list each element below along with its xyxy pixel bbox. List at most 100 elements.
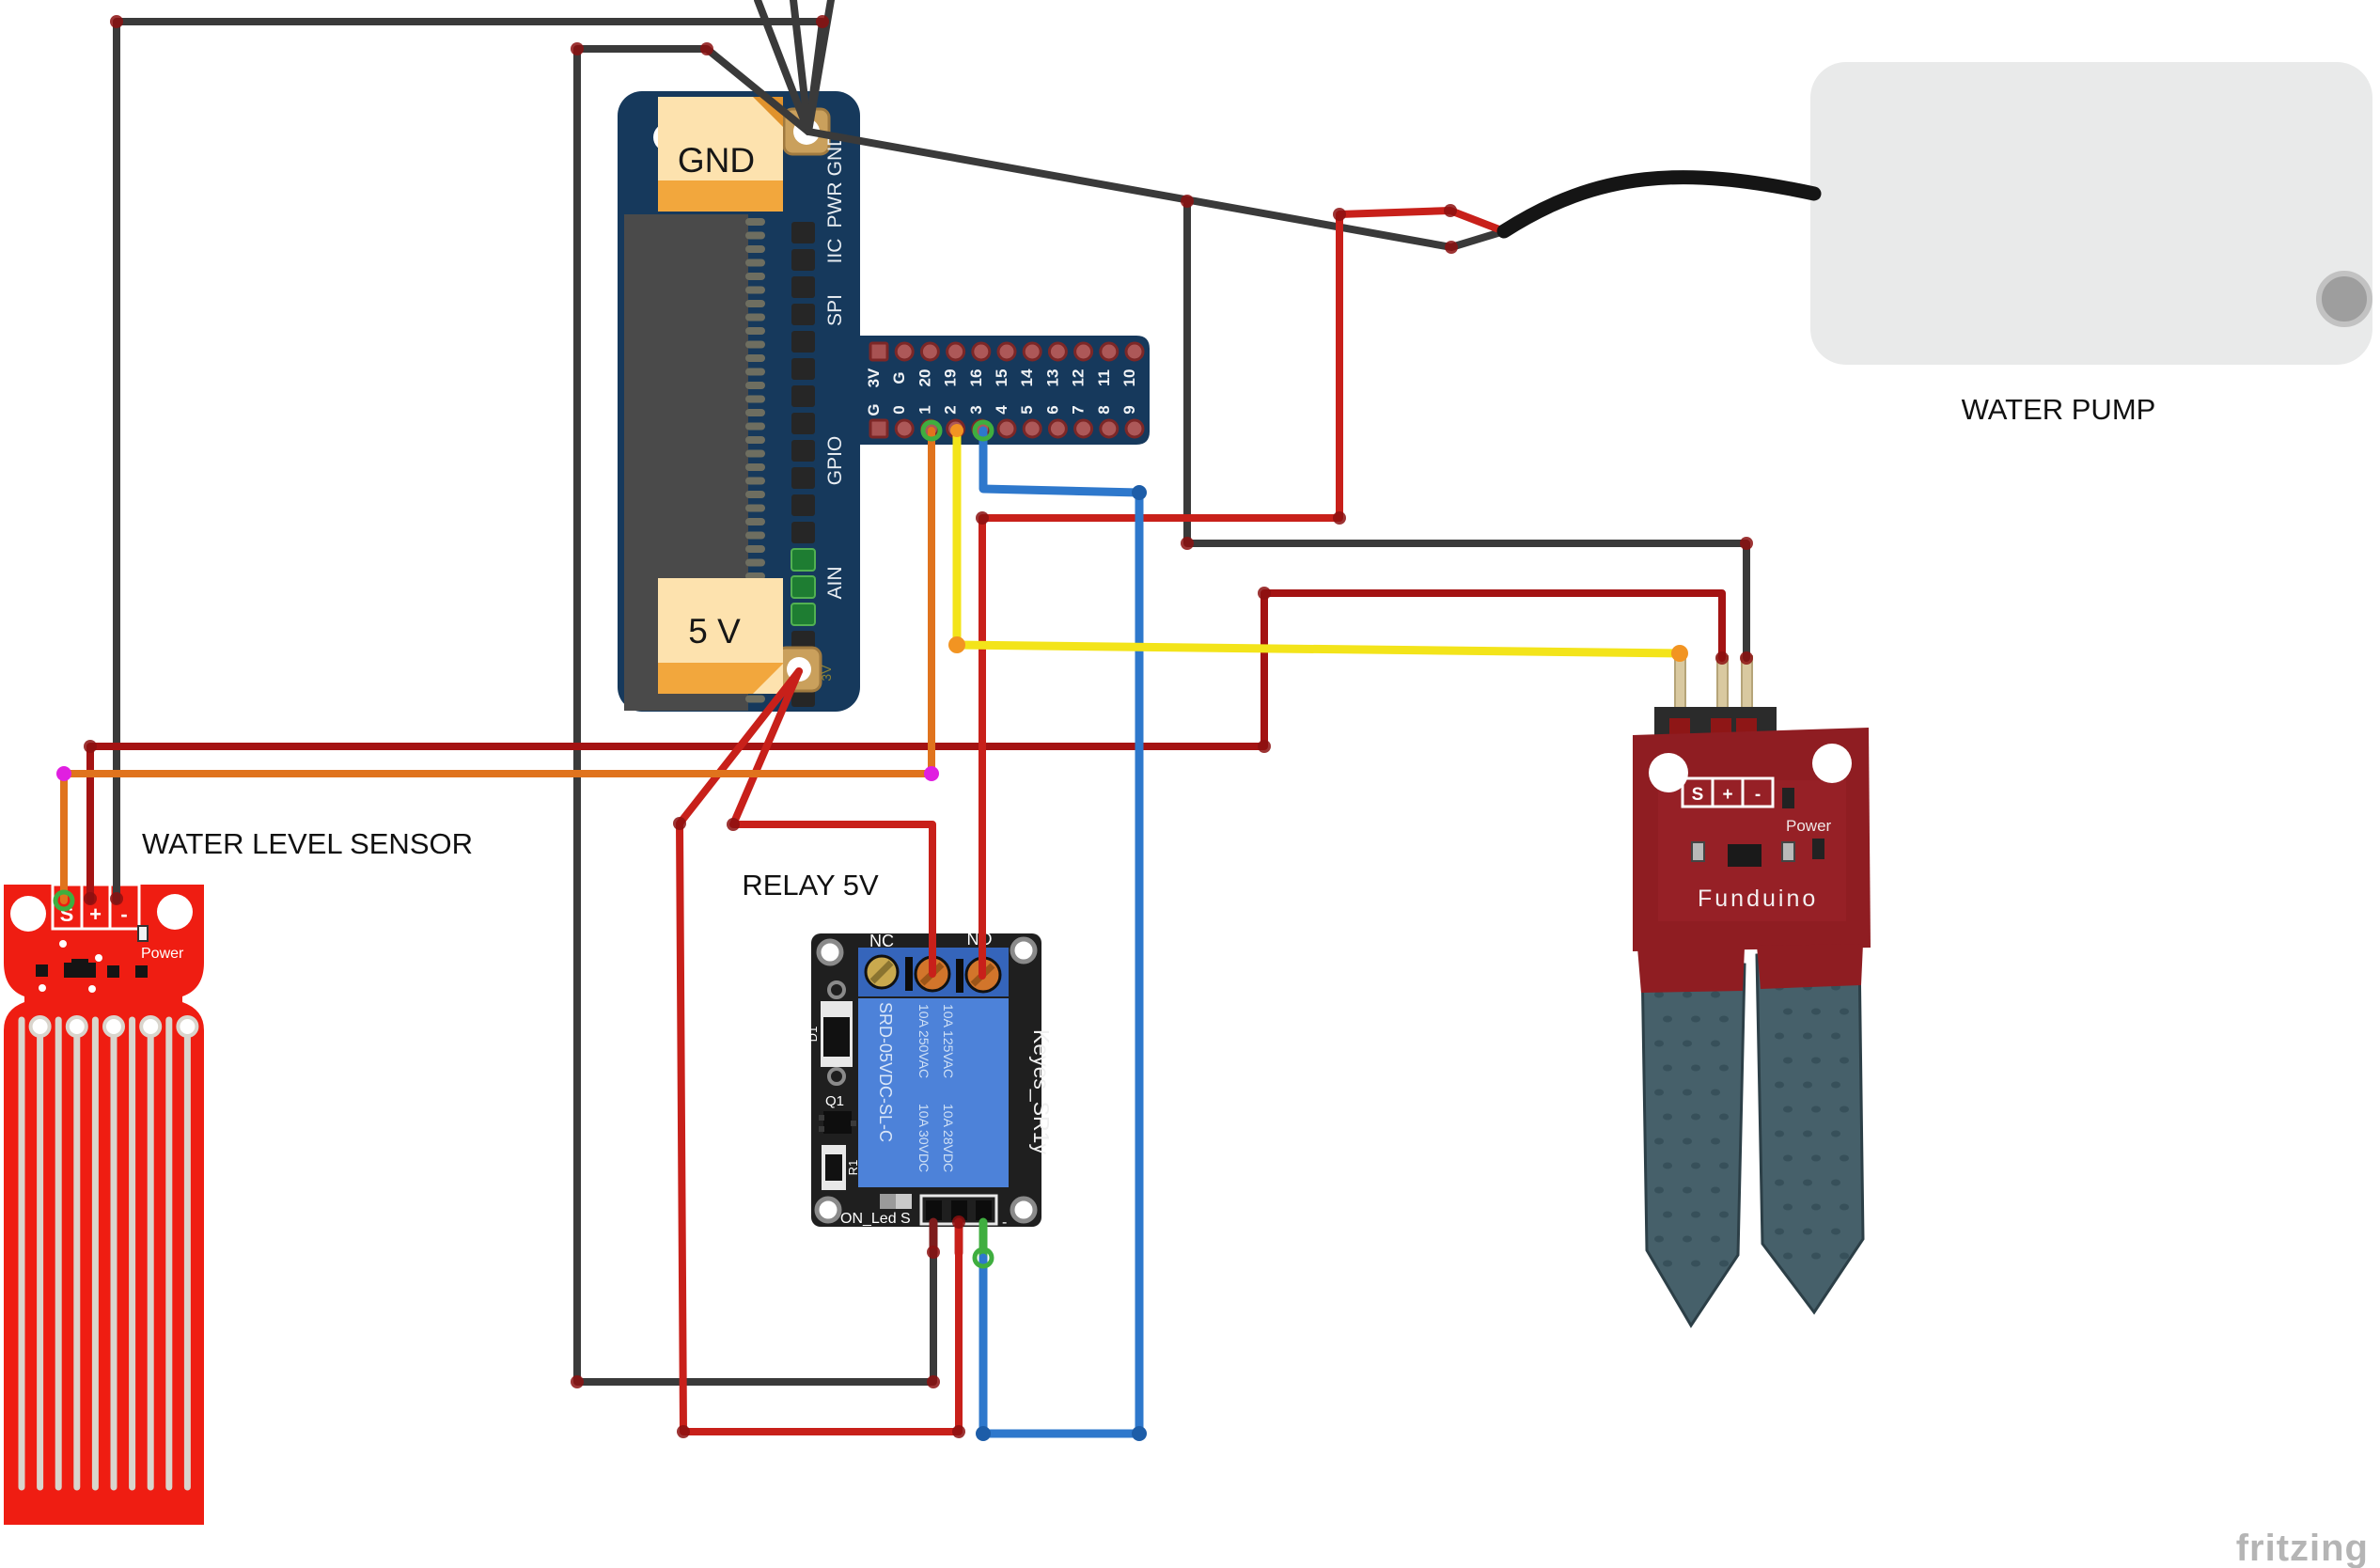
pin-hole[interactable]	[971, 341, 992, 362]
pin-pad-square[interactable]	[869, 418, 889, 439]
bend-dot[interactable]	[700, 42, 713, 55]
wire-pin1-to-waterlevel-s[interactable]	[60, 427, 935, 904]
bend-dot[interactable]	[84, 740, 97, 753]
bend-dot[interactable]	[56, 766, 71, 781]
bend-dot[interactable]	[1181, 195, 1194, 208]
bend-dot[interactable]	[1445, 241, 1458, 254]
bend-dot[interactable]	[571, 1375, 584, 1388]
wire-gnd-offscreen-1[interactable]	[754, 0, 812, 135]
v5-note[interactable]: 5 V	[658, 578, 783, 694]
water-sensor-board[interactable]	[4, 885, 204, 1525]
connection-ring[interactable]	[972, 1247, 994, 1269]
connector-tooth	[745, 231, 765, 240]
water-sensor-connector	[51, 883, 141, 931]
bend-dot[interactable]	[1181, 537, 1194, 550]
pin-label-bottom: G	[865, 403, 883, 416]
pin-hole[interactable]	[1047, 341, 1068, 362]
pin-hole[interactable]	[996, 341, 1017, 362]
bend-dot[interactable]	[816, 15, 829, 28]
pin-hole[interactable]	[1099, 341, 1120, 362]
pin-hole[interactable]	[946, 341, 966, 362]
bend-dot[interactable]	[1715, 651, 1729, 665]
pump-body[interactable]	[1810, 62, 2372, 365]
bend-dot[interactable]	[948, 636, 965, 653]
moisture-board[interactable]	[1633, 728, 1871, 951]
connection-ring[interactable]	[972, 419, 994, 442]
bend-dot[interactable]	[1333, 511, 1346, 525]
bend-dot[interactable]	[677, 1425, 690, 1438]
bend-dot[interactable]	[952, 1215, 965, 1229]
pin-label-bottom: 5	[1018, 405, 1036, 414]
bend-dot[interactable]	[1740, 537, 1753, 550]
bend-dot[interactable]	[1740, 651, 1753, 665]
bend-dot[interactable]	[1132, 1426, 1147, 1441]
wire-gnd-to-pump[interactable]	[805, 128, 1508, 251]
bend-dot[interactable]	[1258, 587, 1271, 600]
bend-dot[interactable]	[571, 42, 584, 55]
pin-hole[interactable]	[1022, 341, 1042, 362]
gnd-note[interactable]: GND	[658, 97, 783, 212]
prong-dot	[1719, 1113, 1729, 1121]
bend-dot[interactable]	[673, 817, 686, 830]
wire-moisture-minus[interactable]	[1183, 197, 1750, 662]
pin-hole[interactable]	[1047, 418, 1068, 439]
pin-hole[interactable]	[1073, 341, 1094, 362]
gnd-note-label: GND	[678, 141, 755, 180]
pin-label-bottom: 9	[1120, 405, 1138, 414]
pin-hole[interactable]	[1124, 341, 1145, 362]
transistor	[1728, 844, 1762, 867]
pin-pad-square[interactable]	[869, 341, 889, 362]
bend-dot[interactable]	[1132, 485, 1147, 500]
resistor-body	[825, 1154, 842, 1181]
connector-tooth	[745, 382, 765, 389]
bend-dot[interactable]	[84, 892, 97, 905]
pin-hole[interactable]	[919, 341, 940, 362]
pin-hole[interactable]	[1124, 418, 1145, 439]
pin-hole[interactable]	[996, 418, 1017, 439]
bend-dot[interactable]	[952, 1425, 965, 1438]
bend-dot[interactable]	[927, 1246, 940, 1259]
bend-dot[interactable]	[110, 892, 123, 905]
header-pin[interactable]	[1674, 655, 1686, 712]
wire-relay-signal-to-gnd[interactable]	[573, 45, 937, 1386]
prong-dot	[1783, 1008, 1793, 1015]
connector-tooth	[745, 531, 765, 540]
bend-dot[interactable]	[924, 766, 939, 781]
header-pad	[951, 1200, 967, 1220]
connector-tooth	[745, 340, 765, 349]
power-led	[137, 925, 149, 942]
pin-hole[interactable]	[1099, 418, 1120, 439]
pin-label-bottom: 7	[1070, 405, 1088, 414]
pin-hole[interactable]	[1073, 418, 1094, 439]
wire-5v-to-relay-com[interactable]	[729, 667, 936, 978]
terminal-slot	[905, 957, 913, 991]
bend-dot[interactable]	[1333, 208, 1346, 221]
trace-pad	[65, 1015, 88, 1038]
wire-relay-no-to-pump[interactable]	[979, 207, 1508, 980]
wire-gnd-offscreen-2[interactable]	[790, 0, 812, 135]
connection-ring[interactable]	[920, 419, 943, 442]
bend-dot[interactable]	[976, 1426, 991, 1441]
bend-dot[interactable]	[727, 818, 740, 831]
pin-hole[interactable]	[894, 418, 915, 439]
bend-dot[interactable]	[950, 424, 963, 437]
bend-dot[interactable]	[1258, 740, 1271, 753]
connection-ring[interactable]	[53, 889, 75, 912]
moisture-board-tab	[1637, 948, 1745, 993]
bend-dot[interactable]	[1444, 204, 1457, 217]
pin-label-top: 11	[1095, 369, 1113, 386]
pin-hole[interactable]	[1022, 418, 1042, 439]
bend-dot[interactable]	[110, 15, 123, 28]
bend-dot[interactable]	[1671, 645, 1688, 662]
water-pump[interactable]	[1810, 62, 2372, 365]
soil-moisture-sensor[interactable]: S+- Power Funduino	[1633, 655, 1871, 1328]
bend-dot[interactable]	[927, 1375, 940, 1388]
prong-dot	[1691, 1260, 1700, 1267]
bend-dot[interactable]	[976, 511, 989, 525]
wire-pin3-to-relay-minus[interactable]	[979, 426, 1144, 1438]
pin-hole[interactable]	[894, 341, 915, 362]
water-level-sensor[interactable]: S+- Power	[4, 883, 204, 1525]
pump-cable[interactable]	[1496, 170, 1822, 239]
via	[39, 984, 46, 992]
